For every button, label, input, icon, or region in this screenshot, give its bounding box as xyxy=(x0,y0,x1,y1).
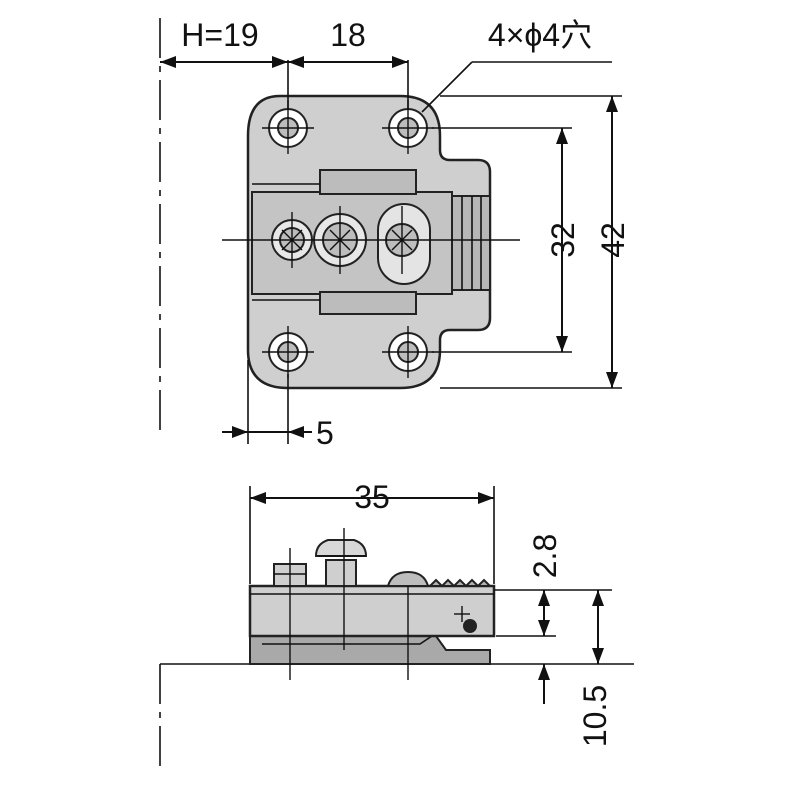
side-view: 35 2.8 10.5 xyxy=(159,479,634,770)
dimension-hole-pitch-y: 32 xyxy=(432,127,581,353)
dimension-hole-pitch-x: 18 xyxy=(288,17,409,110)
dimension-h-offset: H=19 xyxy=(160,17,289,110)
dimension-base-height: 10.5 xyxy=(538,590,613,747)
dimension-height: 42 xyxy=(440,95,631,389)
side-serration xyxy=(427,578,493,588)
dimension-hole-pitch-x-label: 18 xyxy=(330,17,366,53)
dimension-height-label: 42 xyxy=(595,222,631,258)
side-base-plate xyxy=(249,635,491,665)
dimension-hole-pitch-y-label: 32 xyxy=(545,222,581,258)
dimension-gap-label: 2.8 xyxy=(527,534,563,578)
dimension-h-offset-label: H=19 xyxy=(181,17,258,53)
mounting-plate-lower-step xyxy=(319,291,417,315)
mounting-plate-upper-step xyxy=(319,169,417,195)
holes-note-label: 4×ϕ4穴 xyxy=(488,17,592,53)
side-cam-bump xyxy=(386,570,430,587)
dimension-gap: 2.8 xyxy=(494,534,612,637)
side-adjustment-screw xyxy=(314,539,368,587)
dimension-width-label: 35 xyxy=(354,479,390,515)
side-set-screw xyxy=(463,619,477,633)
dimension-edge-offset-label: 5 xyxy=(316,415,334,451)
dimension-width: 35 xyxy=(249,479,495,584)
top-view: H=19 18 4×ϕ4穴 32 xyxy=(159,17,631,451)
adjustment-serration xyxy=(451,195,491,291)
dimension-base-height-label: 10.5 xyxy=(577,685,613,747)
holes-note: 4×ϕ4穴 xyxy=(421,17,612,113)
dimension-edge-offset: 5 xyxy=(222,360,334,451)
